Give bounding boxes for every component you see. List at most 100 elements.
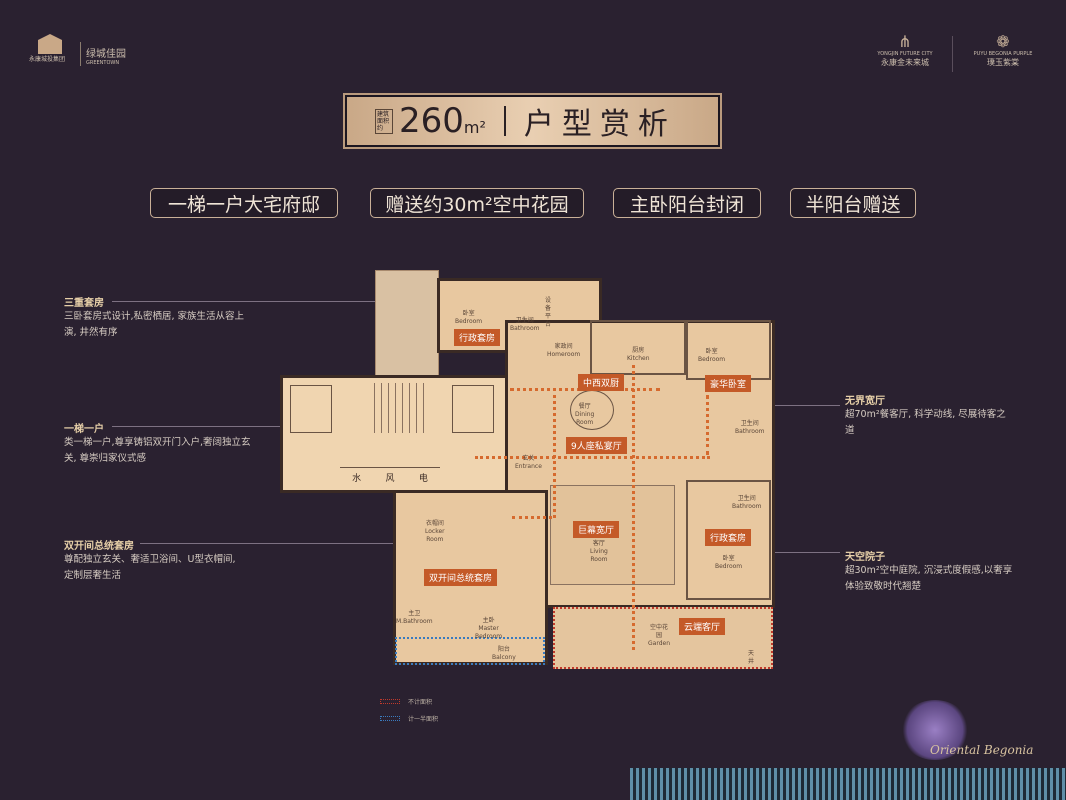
feature-text: 一梯一户大宅府邸 (167, 193, 320, 216)
annotation-text: 超30m²空中庭院, 沉浸式度假感,以奢享体验致敬时代翘楚 (845, 565, 1013, 592)
badge-private-dining: 9人座私宴厅 (566, 437, 627, 454)
feature-pill: 半阳台赠送 (790, 188, 916, 218)
feature-pill: 赠送约30m²空中花园 (370, 188, 584, 218)
shaft-air: 风 (385, 474, 395, 484)
feature-pill: 主卧阳台封闭 (613, 188, 761, 218)
leader-line (140, 543, 400, 544)
annotation-garden: 天空院子 超30m²空中庭院, 沉浸式度假感,以奢享体验致敬时代翘楚 (845, 548, 1015, 595)
project-logo-2: ❁ PUYU BEGONIA PURPLE 璞玉紫棠 (958, 32, 1048, 68)
legend-item: 计一半面积 (380, 714, 438, 723)
divider (80, 42, 81, 66)
annotation-title: 天空院子 (845, 552, 885, 563)
annotation-one-unit: 一梯一户 类一梯一户,尊享铸铝双开门入户,奢阔独立玄关, 尊崇归家仪式感 (64, 420, 254, 467)
leader-line (112, 301, 442, 302)
divider (952, 36, 953, 72)
circulation-line (632, 365, 635, 650)
leader-line (770, 405, 840, 406)
badge-executive-suite: 行政套房 (454, 329, 501, 346)
leader-line (770, 552, 840, 553)
area-unit: m² (463, 117, 486, 137)
terrace-area (375, 270, 439, 376)
legend-item: 不计面积 (380, 697, 438, 706)
feature-text: 主卧阳台封闭 (629, 193, 744, 216)
room-label: 天井 (748, 650, 755, 665)
bedroom-executive (686, 480, 771, 600)
logo-cn: 璞玉紫棠 (987, 58, 1019, 67)
circulation-line (475, 456, 710, 459)
shaft-water: 水 (352, 474, 362, 484)
leader-line (112, 426, 282, 427)
annotation-suites: 三重套房 三卧套房式设计,私密栖居, 家族生活从容上演, 井然有序 (64, 294, 254, 341)
begonia-flower-image (900, 700, 970, 760)
watermark: Oriental Begonia (930, 743, 1034, 757)
badge-luxury-bedroom: 豪华卧室 (705, 375, 752, 392)
annotation-title: 双开间总统套房 (64, 541, 134, 552)
annotation-text: 尊配独立玄关、奢适卫浴间、U型衣帽间, 定制层奢生活 (64, 554, 236, 581)
annotation-master-suite: 双开间总统套房 尊配独立玄关、奢适卫浴间、U型衣帽间, 定制层奢生活 (64, 537, 244, 584)
flower-logo-icon: ❁ (996, 32, 1010, 51)
feature-pill: 一梯一户大宅府邸 (150, 188, 338, 218)
project-logo-1: ⋔ YONGJIN FUTURE CITY 永康金未来城 (860, 32, 950, 68)
elevator-left (290, 385, 332, 433)
legend: 不计面积 计一半面积 (380, 697, 438, 723)
circulation-line (512, 516, 552, 519)
partner-name: 绿城佳园 (86, 49, 126, 60)
staircase (368, 383, 428, 433)
annotation-title: 一梯一户 (64, 424, 104, 435)
badge-dual-kitchen: 中西双厨 (578, 374, 625, 391)
logo-en: PUYU BEGONIA PURPLE (973, 51, 1033, 57)
sky-garden (553, 607, 773, 669)
badge-cloud-lounge: 云端客厅 (679, 618, 726, 635)
decorative-stripe (630, 768, 1066, 800)
developer-logo: 永康城投集团 (29, 34, 70, 63)
page-title: 户型赏析 (523, 107, 676, 142)
title-banner: 建筑面积约 260 m² 户型赏析 (343, 93, 722, 149)
annotation-title: 无界宽厅 (845, 396, 885, 407)
feature-text: 半阳台赠送 (805, 193, 901, 216)
badge-grand-living: 巨幕宽厅 (573, 521, 620, 538)
feature-text: 赠送约30m²空中花园 (385, 193, 569, 216)
half-area-balcony (395, 637, 545, 665)
annotation-title: 三重套房 (64, 298, 104, 309)
logo-cn: 永康金未来城 (881, 58, 929, 67)
shaft-electric: 电 (418, 474, 428, 484)
legend-swatch-red (380, 699, 400, 704)
elevator-right (452, 385, 494, 433)
annotation-text: 类一梯一户,尊享铸铝双开门入户,奢阔独立玄关, 尊崇归家仪式感 (64, 437, 251, 464)
area-value: 260 (399, 101, 464, 141)
partner-en: GREENTOWN (86, 60, 120, 66)
shafts: 水 风 电 (340, 467, 440, 487)
logo-en: YONGJIN FUTURE CITY (877, 51, 933, 57)
divider (503, 106, 506, 136)
badge-presidential-suite: 双开间总统套房 (424, 569, 498, 586)
legend-label: 计一半面积 (408, 716, 439, 723)
circulation-line (706, 395, 709, 455)
kitchen (590, 320, 686, 375)
house-logo-icon (38, 34, 62, 54)
annotation-text: 超70m²餐客厅, 科学动线, 尽展待客之道 (845, 409, 1006, 436)
area-label: 建筑面积约 (375, 108, 393, 134)
developer-name: 永康城投集团 (28, 56, 65, 63)
annotation-text: 三卧套房式设计,私密栖居, 家族生活从容上演, 井然有序 (64, 311, 245, 338)
tree-logo-icon: ⋔ (898, 32, 912, 51)
legend-swatch-blue (380, 716, 400, 721)
badge-executive-suite-2: 行政套房 (705, 529, 752, 546)
annotation-living: 无界宽厅 超70m²餐客厅, 科学动线, 尽展待客之道 (845, 392, 1015, 439)
room-label: 设备平台 (545, 297, 552, 328)
circulation-line (553, 388, 556, 518)
partner-logo: 绿城佳园 GREENTOWN (86, 45, 126, 66)
